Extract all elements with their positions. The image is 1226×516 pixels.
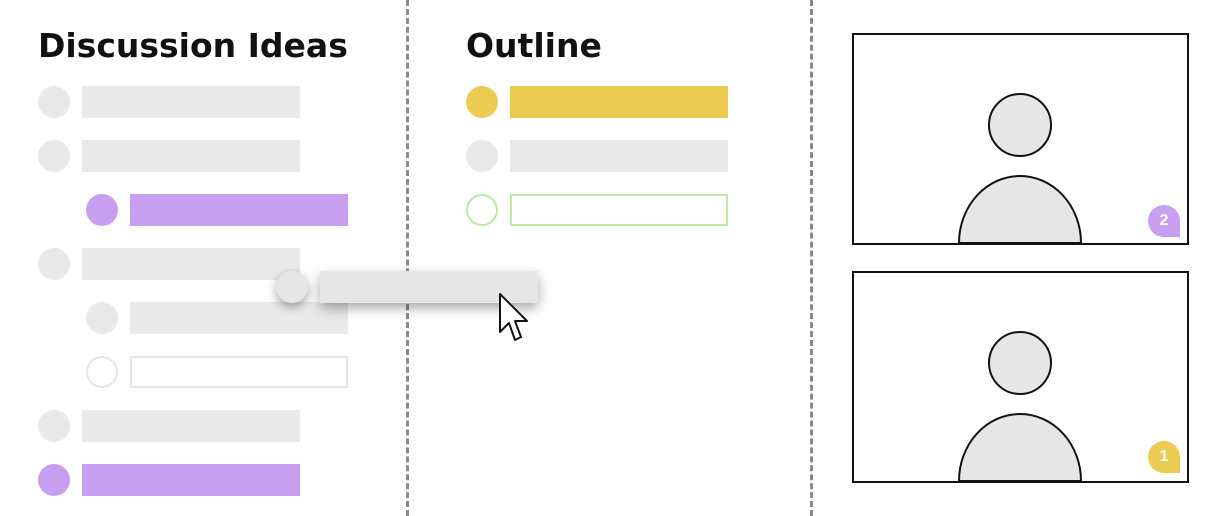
empty-input-placeholder[interactable] (130, 356, 348, 388)
item-placeholder-bar (510, 140, 728, 172)
dragged-bullet-dot[interactable] (276, 271, 308, 303)
item-highlight-bar-purple (82, 464, 300, 496)
outline-heading: Outline (466, 26, 602, 65)
item-highlight-bar-purple (130, 194, 348, 226)
person-silhouette-icon (957, 331, 1083, 481)
item-placeholder-bar (82, 248, 300, 280)
bullet-dot (86, 302, 118, 334)
bullet-dot (466, 140, 498, 172)
item-placeholder-bar (82, 410, 300, 442)
person-silhouette-icon (957, 93, 1083, 243)
bullet-dot-empty (86, 356, 118, 388)
drop-target-placeholder[interactable] (510, 194, 728, 226)
video-tile-participant-1[interactable]: 1 (852, 271, 1189, 483)
discussion-ideas-heading: Discussion Ideas (38, 26, 348, 65)
bullet-dot-purple (86, 194, 118, 226)
arrow-cursor-icon (499, 293, 528, 341)
column-divider-left (406, 0, 409, 516)
bullet-dot (38, 410, 70, 442)
bullet-dot-yellow (466, 86, 498, 118)
bullet-dot (38, 86, 70, 118)
participant-badge: 1 (1148, 441, 1180, 473)
bullet-dot (38, 248, 70, 280)
item-placeholder-bar (82, 86, 300, 118)
item-highlight-bar-yellow (510, 86, 728, 118)
bullet-dot (38, 140, 70, 172)
item-placeholder-bar (82, 140, 300, 172)
participant-badge: 2 (1148, 205, 1180, 237)
bullet-dot-purple (38, 464, 70, 496)
video-tile-participant-2[interactable]: 2 (852, 33, 1189, 245)
column-divider-right (810, 0, 813, 516)
item-placeholder-bar (130, 302, 348, 334)
bullet-dot-green-outline (466, 194, 498, 226)
